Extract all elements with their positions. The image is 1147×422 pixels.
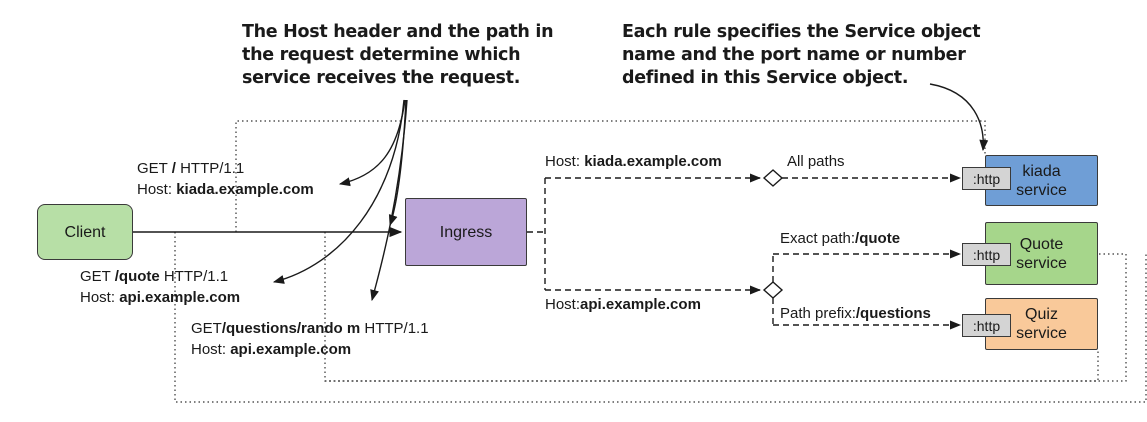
request-method: GET [191,320,222,337]
api-path-diamond [762,281,784,299]
rule-host-value: api.example.com [580,296,701,313]
host-header-label: Host: [80,289,120,306]
rule-exact-label: Exact path: [780,230,856,247]
service-kind: service [1016,254,1067,272]
service-name: Quiz [1025,306,1058,323]
quote-port-badge: :http [962,243,1011,266]
rule-path-prefix: Path prefix:/questions [780,305,931,323]
rule-host-value: kiada.example.com [584,153,722,170]
host-header-label: Host: [191,341,231,358]
request-path: / [171,160,176,177]
kiada-port-badge: :http [962,167,1011,190]
callout-left-line-1: The Host header and the path in [242,22,554,42]
host-header-value: api.example.com [230,341,352,358]
rule-prefix-label: Path prefix: [780,305,856,322]
rule-host-api: Host:api.example.com [545,296,701,314]
service-name: Quote [1019,235,1064,253]
request-2: GET /quote HTTP/1.1 Host: api.example.co… [80,266,240,308]
quiz-port-badge: :http [962,314,1011,337]
rule-host-label: Host: [545,296,581,313]
rule-exact-path: Exact path:/quote [780,230,900,248]
host-header-label: Host: [137,181,177,198]
callout-left-curve-3 [388,99,407,227]
request1-dotted-path [235,120,986,232]
ingress-node: Ingress [405,198,527,266]
request-version: HTTP/1.1 [360,320,429,337]
request3b-dotted-path [325,350,1099,382]
host-header-value: api.example.com [119,289,241,306]
callout-left-curve-2 [272,99,405,284]
request-method: GET [80,268,115,285]
callout-service-rule: Each rule specifies the Service object n… [622,21,981,90]
request-path: /questions/rando m [221,320,361,337]
request-method: GET [137,160,172,177]
rule-host-label: Host: [545,153,585,170]
ingress-label: Ingress [439,223,493,241]
request-version: HTTP/1.1 [159,268,229,285]
callout-host-path: The Host header and the path in the requ… [242,21,554,90]
rule-exact-value: /quote [855,230,901,247]
ingress-rule-branch [527,178,546,290]
callout-left-line-2: the request determine which [242,45,521,65]
callout-right-line-2: name and the port name or number [622,45,966,65]
service-kind: service [1016,325,1067,342]
client-label: Client [64,223,106,241]
request-version: HTTP/1.1 [175,160,245,177]
service-name: kiada [1022,162,1061,180]
callout-right-curve [929,83,989,152]
callout-right-line-1: Each rule specifies the Service object [622,22,981,42]
callout-left-curve-4 [370,99,408,302]
rule-all-paths: All paths [787,153,845,170]
rule-host-kiada: Host: kiada.example.com [545,153,722,171]
request2-dotted-path [324,232,1127,382]
kiada-path-diamond [762,169,784,187]
rule-prefix-value: /questions [855,305,931,322]
request-1: GET / HTTP/1.1 Host: kiada.example.com [137,158,314,200]
client-node: Client [37,204,133,260]
request-3: GET/questions/rando m HTTP/1.1 Host: api… [191,318,429,360]
request3-dotted-path [174,232,1147,403]
callout-right-line-3: defined in this Service object. [622,68,909,88]
host-header-value: kiada.example.com [176,181,314,198]
service-kind: service [1016,181,1067,199]
callout-left-curve-1 [338,99,406,187]
request-path: /quote [114,268,160,285]
callout-left-line-3: service receives the request. [242,68,521,88]
